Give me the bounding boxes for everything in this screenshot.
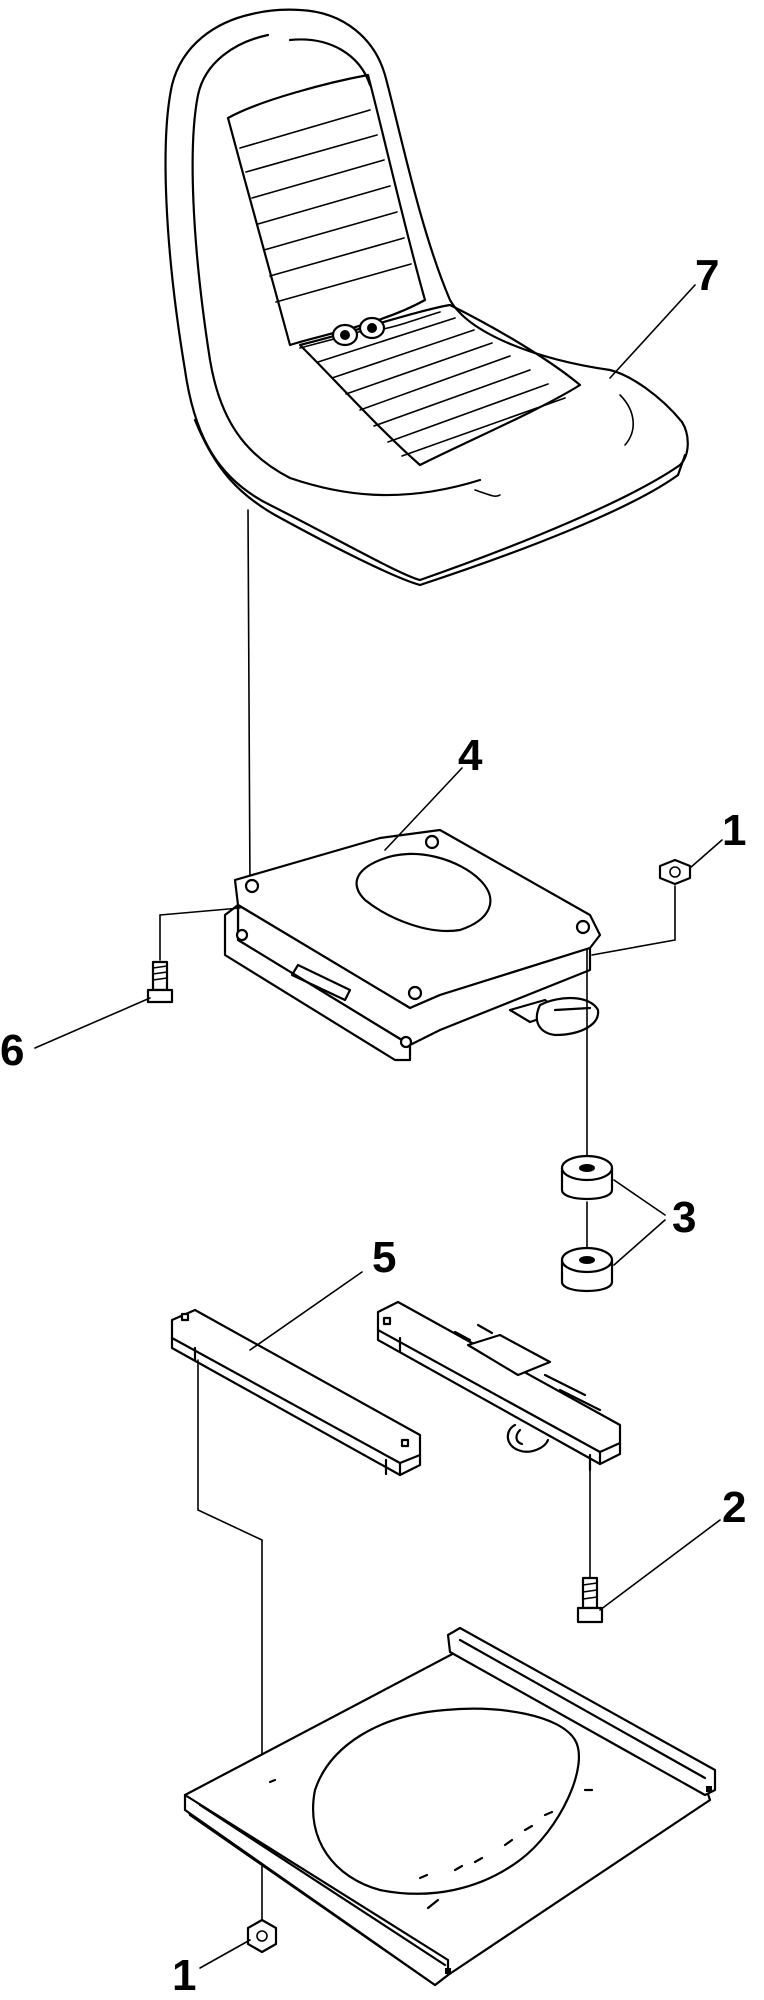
leader-line-1-top — [689, 839, 723, 869]
callout-1-top: 1 — [722, 806, 746, 855]
spacers-part — [560, 1154, 666, 1292]
leader-line-3a — [613, 1179, 666, 1216]
leader-line-6 — [34, 997, 151, 1049]
guide-line-seat — [247, 509, 251, 891]
bolt-left-part — [34, 907, 241, 1049]
slide-rail-left-part — [170, 1271, 422, 1921]
callout-6: 6 — [0, 1026, 24, 1075]
callout-7: 7 — [695, 251, 719, 300]
callout-2: 2 — [722, 1483, 746, 1532]
leader-line-3b — [613, 1219, 666, 1266]
guide-line-bottom — [197, 1359, 263, 1921]
seat-part — [164, 8, 696, 587]
leader-line-1-bottom — [199, 1939, 251, 1969]
callout-3: 3 — [672, 1193, 696, 1242]
callout-1-bottom: 1 — [172, 1951, 196, 2000]
leader-line-5 — [249, 1271, 363, 1351]
slide-rail-right-part — [376, 1300, 622, 1581]
leader-line-2 — [599, 1519, 721, 1611]
nut-bottom-part — [199, 1918, 278, 1969]
leader-line-4 — [384, 767, 463, 851]
bolt-right-part — [576, 1519, 721, 1624]
leader-line-7 — [609, 284, 696, 379]
guide-line-nut-top — [591, 885, 676, 956]
base-plate-part — [183, 1626, 717, 1987]
nut-top-part — [591, 839, 723, 956]
callout-5: 5 — [372, 1233, 396, 1282]
callout-4: 4 — [458, 731, 483, 780]
seat-pan-part — [223, 767, 602, 1062]
